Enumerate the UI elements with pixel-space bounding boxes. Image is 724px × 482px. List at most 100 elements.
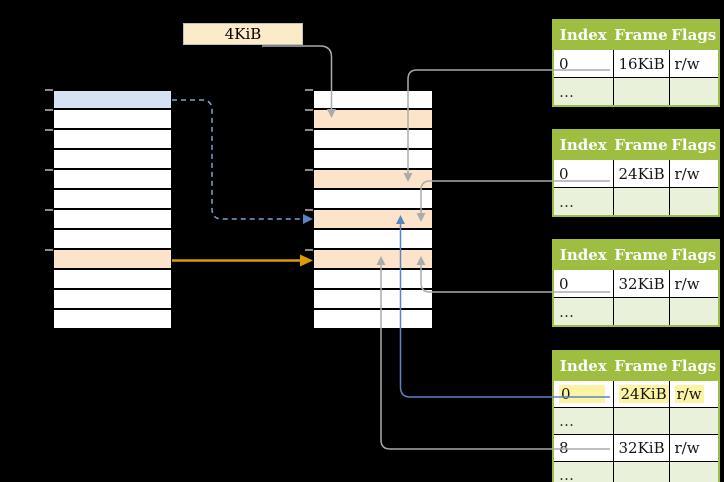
middle-tick-4 bbox=[305, 209, 313, 211]
left-stack-row-2 bbox=[53, 130, 172, 150]
cell-flags: r/w bbox=[668, 159, 720, 188]
cell-index: … bbox=[552, 407, 614, 435]
cell-flags bbox=[668, 187, 720, 217]
col-flags: Flags bbox=[668, 350, 720, 381]
middle-tick-2 bbox=[305, 129, 313, 131]
left-stack-row-3 bbox=[53, 150, 172, 170]
col-frame: Frame bbox=[612, 19, 670, 50]
left-stack-row-1 bbox=[53, 110, 172, 130]
cell-index: 0 bbox=[552, 380, 614, 408]
table-row-ellipsis: … bbox=[552, 461, 720, 482]
left-stack-row-0 bbox=[53, 90, 172, 110]
left-stack-row-7 bbox=[53, 230, 172, 250]
cell-flags bbox=[668, 407, 720, 435]
middle-tick-1 bbox=[305, 109, 313, 111]
cell-index: … bbox=[552, 187, 614, 217]
col-flags: Flags bbox=[668, 239, 720, 270]
cell-frame bbox=[612, 77, 670, 107]
connector-dashed-lookup bbox=[172, 99, 313, 224]
cell-flags bbox=[668, 297, 720, 327]
cell-flags bbox=[668, 77, 720, 107]
highlight-frame: 24KiB bbox=[618, 385, 668, 403]
col-flags: Flags bbox=[668, 129, 720, 160]
middle-stack-row-9 bbox=[313, 270, 433, 290]
left-tick-4 bbox=[45, 209, 53, 211]
cell-frame bbox=[612, 461, 670, 482]
table-row-highlighted: 0 24KiB r/w bbox=[552, 380, 720, 408]
cell-frame bbox=[612, 297, 670, 327]
cell-frame: 16KiB bbox=[612, 49, 670, 78]
middle-stack-row-6 bbox=[313, 210, 433, 230]
cell-index: 8 bbox=[552, 434, 614, 462]
highlight-index: 0 bbox=[559, 385, 605, 403]
left-stack-row-9 bbox=[53, 270, 172, 290]
col-frame: Frame bbox=[612, 239, 670, 270]
left-memory-stack bbox=[53, 90, 172, 330]
col-frame: Frame bbox=[612, 350, 670, 381]
arrowhead-right-icon bbox=[303, 214, 313, 224]
middle-stack-row-10 bbox=[313, 290, 433, 310]
cell-index: … bbox=[552, 297, 614, 327]
middle-stack-row-5 bbox=[313, 190, 433, 210]
left-tick-5 bbox=[45, 249, 53, 251]
middle-stack-row-3 bbox=[313, 150, 433, 170]
col-frame: Frame bbox=[612, 129, 670, 160]
col-index: Index bbox=[552, 239, 614, 270]
middle-memory-stack bbox=[313, 90, 433, 330]
frame-table-24kib: Index Frame Flags 0 24KiB r/w … bbox=[552, 129, 720, 217]
col-index: Index bbox=[552, 19, 614, 50]
table-header-row: Index Frame Flags bbox=[552, 19, 720, 50]
page-size-label: 4KiB bbox=[224, 25, 262, 43]
cell-flags: r/w bbox=[668, 380, 720, 408]
cell-index: 0 bbox=[552, 49, 614, 78]
table-header-row: Index Frame Flags bbox=[552, 350, 720, 381]
middle-stack-row-0 bbox=[313, 90, 433, 110]
cell-index: … bbox=[552, 461, 614, 482]
col-index: Index bbox=[552, 350, 614, 381]
cell-frame: 24KiB bbox=[612, 159, 670, 188]
cell-flags: r/w bbox=[668, 269, 720, 298]
cell-index: 0 bbox=[552, 269, 614, 298]
left-tick-3 bbox=[45, 169, 53, 171]
frame-table-level1: Index Frame Flags 0 24KiB r/w … 8 32KiB … bbox=[552, 350, 720, 482]
left-tick-1 bbox=[45, 109, 53, 111]
cell-frame: 32KiB bbox=[612, 269, 670, 298]
col-flags: Flags bbox=[668, 19, 720, 50]
cell-frame bbox=[612, 407, 670, 435]
col-index: Index bbox=[552, 129, 614, 160]
left-stack-row-5 bbox=[53, 190, 172, 210]
table-row-ellipsis: … bbox=[552, 77, 720, 107]
table-row-ellipsis: … bbox=[552, 187, 720, 217]
table-header-row: Index Frame Flags bbox=[552, 239, 720, 270]
middle-stack-row-7 bbox=[313, 230, 433, 250]
table-row: 0 16KiB r/w bbox=[552, 49, 720, 78]
table-row-ellipsis: … bbox=[552, 407, 720, 435]
table-row-ellipsis: … bbox=[552, 297, 720, 327]
cell-flags: r/w bbox=[668, 49, 720, 78]
left-stack-row-6 bbox=[53, 210, 172, 230]
highlight-flags: r/w bbox=[674, 385, 704, 403]
middle-tick-0 bbox=[305, 89, 313, 91]
table-row: 0 32KiB r/w bbox=[552, 269, 720, 298]
frame-table-32kib: Index Frame Flags 0 32KiB r/w … bbox=[552, 239, 720, 327]
left-stack-row-8 bbox=[53, 250, 172, 270]
cell-flags: r/w bbox=[668, 434, 720, 462]
cell-index: 0 bbox=[552, 159, 614, 188]
middle-stack-row-8 bbox=[313, 250, 433, 270]
middle-tick-3 bbox=[305, 169, 313, 171]
cell-frame: 24KiB bbox=[612, 380, 670, 408]
middle-stack-row-4 bbox=[313, 170, 433, 190]
cell-frame: 32KiB bbox=[612, 434, 670, 462]
cell-index: … bbox=[552, 77, 614, 107]
table-row: 8 32KiB r/w bbox=[552, 434, 720, 462]
middle-stack-row-11 bbox=[313, 310, 433, 330]
middle-stack-row-1 bbox=[313, 110, 433, 130]
cell-flags bbox=[668, 461, 720, 482]
cell-frame bbox=[612, 187, 670, 217]
left-stack-row-11 bbox=[53, 310, 172, 330]
middle-stack-row-2 bbox=[313, 130, 433, 150]
connector-gold-mapping bbox=[172, 254, 313, 267]
page-size-box: 4KiB bbox=[183, 23, 303, 45]
table-header-row: Index Frame Flags bbox=[552, 129, 720, 160]
